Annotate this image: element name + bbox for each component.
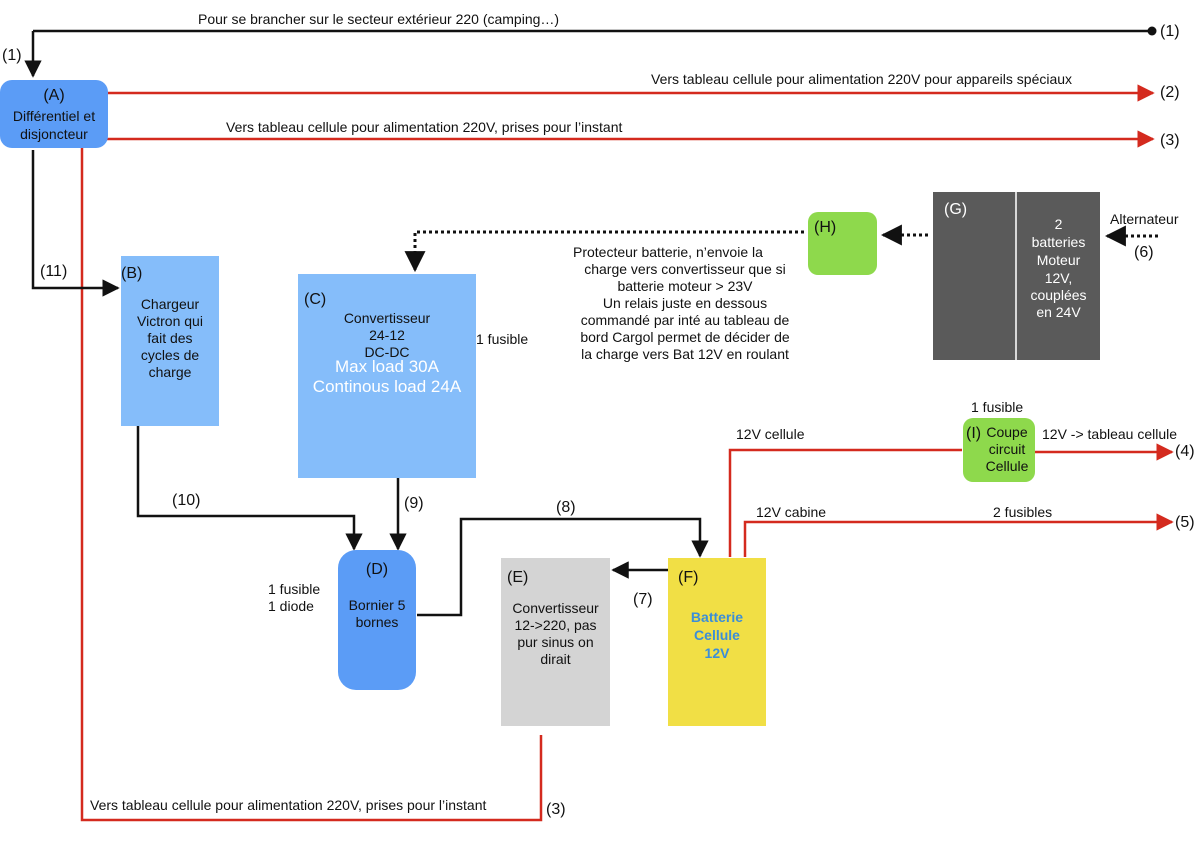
node-f-id: (F) [678, 569, 699, 586]
node-f-line-2: Cellule [694, 627, 740, 643]
node-g-id: (G) [944, 201, 968, 218]
node-b-id: (B) [121, 265, 143, 282]
output-5-label: 2 fusibles [993, 504, 1053, 520]
note-c-fuse: 1 fusible [476, 331, 529, 347]
node-a [0, 80, 108, 148]
node-h [808, 212, 877, 275]
output-bottom-label: Vers tableau cellule pour alimentation 2… [90, 797, 487, 813]
note-h-desc-6: bord Cargol permet de décider de [580, 329, 790, 345]
edge-10: (10) [172, 492, 201, 509]
edge-6: (6) [1134, 244, 1154, 261]
node-f-line-3: 12V [704, 645, 730, 661]
output-2: (2) [1160, 84, 1180, 101]
node-d-id: (D) [365, 561, 389, 578]
node-c-id: (C) [304, 291, 327, 308]
note-12v-cellule: 12V cellule [736, 426, 805, 442]
node-f [668, 558, 766, 726]
note-h-desc-1: Protecteur batterie, n’envoie la [573, 244, 763, 260]
node-g-divider [1015, 192, 1017, 360]
note-i-fuse: 1 fusible [971, 399, 1024, 415]
output-5: (5) [1175, 514, 1195, 531]
node-b [121, 256, 219, 426]
wire-external-supply-dot [1147, 26, 1157, 36]
top-wire-start: (1) [2, 47, 22, 64]
node-d-line-1: Bornier 5 [348, 597, 406, 613]
note-h-desc-4: Un relais juste en dessous [602, 295, 768, 311]
node-g-line-4: 12V, [1044, 270, 1073, 286]
node-e-line-1: Convertisseur [512, 600, 599, 616]
node-e-line-2: 12->220, pas [514, 617, 597, 633]
wire-f-to-i [728, 448, 962, 557]
note-d-fuse: 1 fusible [268, 581, 321, 597]
note-h-desc-2: charge vers convertisseur que si [584, 261, 786, 277]
node-c-line-1: Convertisseur [343, 310, 431, 326]
node-d [338, 550, 416, 690]
wire-d-to-f [417, 517, 709, 617]
wire-a-to-bottom-3 [80, 139, 543, 822]
node-b-line-2: Victron qui [137, 313, 203, 329]
edge-7: (7) [633, 591, 653, 608]
output-3: (3) [1160, 132, 1180, 149]
node-b-line-1: Chargeur [140, 296, 200, 312]
note-d-diode: 1 diode [268, 598, 314, 614]
top-wire-label: Pour se brancher sur le secteur extérieu… [198, 11, 560, 27]
edge-8: (8) [556, 499, 576, 516]
node-c-max-load: Max load 30A [335, 357, 439, 376]
node-b-line-3: fait des [147, 330, 193, 346]
edge-9: (9) [404, 495, 424, 512]
node-g-line-3: Moteur [1036, 252, 1081, 268]
node-e-line-3: pur sinus on [517, 634, 594, 650]
node-i [963, 418, 1035, 482]
node-h-id: (H) [814, 219, 837, 236]
output-bottom-3: (3) [546, 801, 566, 818]
node-c-line-3: DC-DC [364, 344, 410, 360]
node-i-line-1: Coupe [986, 424, 1028, 440]
note-alternator: Alternateur [1110, 211, 1179, 227]
node-i-line-2: circuit [988, 441, 1026, 457]
output-4: (4) [1175, 443, 1195, 460]
note-h-desc-3: batterie moteur > 23V [617, 278, 753, 294]
node-d-line-2: bornes [355, 614, 399, 630]
node-b-line-5: charge [148, 364, 192, 380]
node-i-id: (I) [966, 425, 982, 442]
node-e-line-4: dirait [540, 651, 571, 667]
node-b-line-4: cycles de [140, 347, 200, 363]
wire-a-to-b [31, 150, 120, 297]
output-2-label: Vers tableau cellule pour alimentation 2… [651, 71, 1073, 87]
node-c-continous-load: Continous load 24A [312, 377, 462, 396]
wire-f-to-5 [743, 513, 1174, 557]
node-c-line-2: 24-12 [369, 327, 405, 343]
node-g-line-5: couplées [1030, 287, 1087, 303]
node-g-line-6: en 24V [1036, 304, 1081, 320]
wire-h-to-c [404, 230, 804, 273]
node-e [501, 558, 610, 726]
node-a-line-2: disjoncteur [20, 126, 88, 142]
note-12v-cabine: 12V cabine [756, 504, 827, 520]
output-3-label: Vers tableau cellule pour alimentation 2… [226, 119, 623, 135]
node-c [298, 274, 476, 478]
note-h-desc-5: commandé par inté au tableau de [580, 312, 790, 328]
node-g-line-1: 2 [1054, 216, 1063, 232]
node-f-line-1: Batterie [690, 609, 744, 625]
top-wire-end: (1) [1160, 23, 1180, 40]
wire-b-to-d [136, 425, 363, 551]
node-g-line-2: batteries [1031, 234, 1086, 250]
output-4-label: 12V -> tableau cellule [1042, 426, 1178, 442]
note-h-desc-7: la charge vers Bat 12V en roulant [581, 346, 789, 362]
node-i-line-3: Cellule [985, 458, 1029, 474]
node-e-id: (E) [507, 569, 529, 586]
node-a-line-1: Différentiel et [12, 108, 96, 124]
node-a-id: (A) [43, 87, 65, 104]
edge-11: (11) [40, 263, 68, 280]
